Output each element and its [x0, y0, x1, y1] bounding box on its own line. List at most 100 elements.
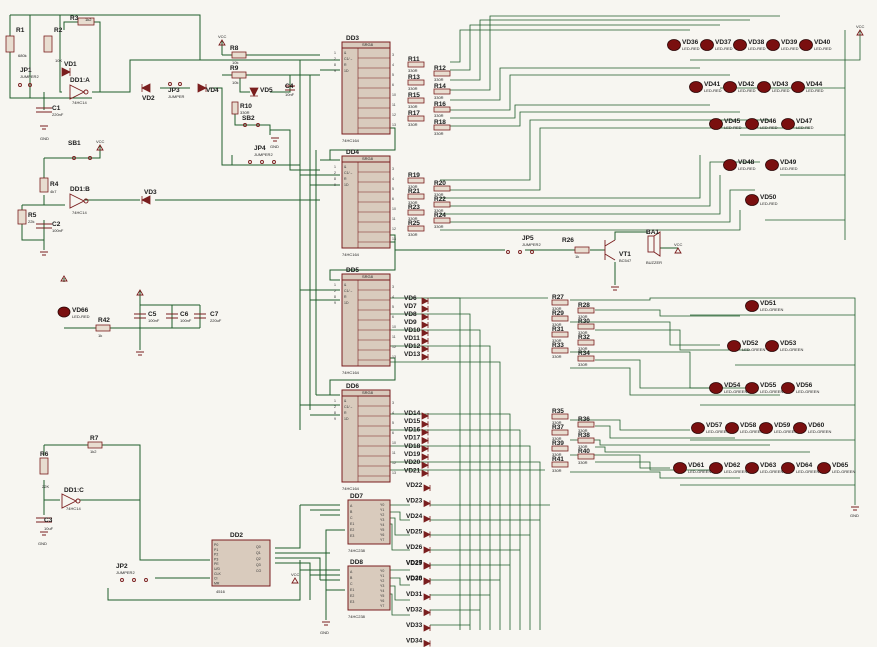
diode-vd5: [249, 87, 259, 97]
resistor-r30: R30 330R: [577, 318, 595, 335]
ic-input-dd5: C1/→: [344, 289, 353, 293]
r2-value: 10K: [55, 58, 62, 63]
resistor-label: R37: [552, 424, 564, 431]
jumper-area: VD2 JP3 JUMPER VD4 R8 10k R9 10k VD5 C4 …: [141, 45, 295, 164]
resistor-r2: [43, 35, 53, 53]
ic-pin-dd3: 12: [392, 113, 396, 117]
vcc-label: VCC: [291, 572, 300, 577]
jp1-contact: [18, 83, 22, 87]
ic-pin-dd8: B: [350, 576, 353, 580]
ic-pin-dd3: 13: [392, 123, 396, 127]
led-label: VD39: [781, 39, 798, 46]
led-value: LED-GREEN: [724, 469, 747, 474]
ic-pin-dd6: 3: [392, 401, 394, 405]
diode-label: VD8: [404, 311, 417, 318]
sb1-label: SB1: [68, 140, 81, 147]
led-label: VD48: [738, 159, 755, 166]
oscillator-bottom: R6 22K R7 1k2 DD1:C 74HC14 C3 10uF JP2 J…: [36, 435, 148, 582]
diode-label: VD17: [404, 435, 421, 442]
gnd-label: GND: [38, 541, 47, 546]
resistor-label: R18: [434, 119, 446, 126]
ic-pin-dd3: 10: [392, 93, 396, 97]
resistor-value: 330R: [408, 216, 418, 221]
diode-label: VD21: [404, 467, 421, 474]
r3-value: 1k2: [85, 17, 92, 22]
ic-input-dd5: R: [344, 295, 347, 299]
gnd-label: GND: [270, 144, 279, 149]
c6-value: 100nF: [180, 318, 192, 323]
ic-pin-dd2: Q2: [256, 557, 261, 561]
led-value: LED-RED: [738, 166, 756, 171]
diode-vd20: VD20: [404, 459, 429, 469]
ic-pin-dd5: 10: [392, 325, 396, 329]
c6-label: C6: [180, 311, 189, 318]
led-label: VD46: [760, 118, 777, 125]
ic-name-dd3: DD3: [346, 35, 359, 42]
led-value: LED-RED: [715, 46, 733, 51]
diode-vd14: VD14: [404, 410, 429, 420]
jp3-label: JP3: [168, 87, 180, 94]
ic-name-dd2: DD2: [230, 532, 243, 539]
steering-diodes: VD6VD7VD8VD9VD10VD11VD12VD13VD14VD15VD16…: [404, 295, 431, 647]
diode-label: VD19: [404, 451, 421, 458]
ic-pin-dd8: Y7: [380, 604, 384, 608]
vt1-label: VT1: [619, 251, 631, 258]
jp1-value: JUMPER2: [20, 74, 39, 79]
ic-pin-dd7: Y7: [380, 538, 384, 542]
ic-pin-dd4: 9: [334, 183, 336, 187]
ic-pin-dd5: 8: [334, 295, 336, 299]
capacitor-c6: [166, 313, 178, 319]
ic-pin-dd3: 3: [392, 53, 394, 57]
ic-pin-dd2: U/D: [214, 567, 221, 571]
ic-pin-dd7: Y2: [380, 513, 384, 517]
led-label: VD56: [796, 382, 813, 389]
led-value: LED-RED: [760, 201, 778, 206]
ic-pin-dd3: 6: [392, 83, 394, 87]
wires: [9, 14, 861, 630]
resistor-value: 330R: [578, 330, 588, 335]
r6-label: R6: [40, 451, 49, 458]
resistor-value: 330R: [408, 200, 418, 205]
ic-pin-dd3: 1: [334, 51, 336, 55]
capacitor-c4: [285, 85, 295, 91]
resistor-label: R30: [578, 318, 590, 325]
ic-input-dd4: C1/→: [344, 171, 353, 175]
led-vd66: [57, 306, 71, 318]
resistor-value: 330R: [434, 224, 444, 229]
diode-label: VD6: [404, 295, 417, 302]
diode-vd7: VD7: [404, 303, 429, 313]
ic-pin-dd4: 13: [392, 237, 396, 241]
ic-pin-dd5: 5: [392, 305, 394, 309]
c2-label: C2: [52, 221, 61, 228]
resistor-r9: [231, 71, 247, 79]
led-label: VD37: [715, 39, 732, 46]
ic-pin-dd4: 12: [392, 227, 396, 231]
diode-vd24: VD24: [406, 513, 431, 523]
vcc-label: VCC: [856, 24, 865, 29]
led-label: VD64: [796, 462, 813, 469]
resistor-value: 330R: [552, 322, 562, 327]
led-value: LED-GREEN: [774, 429, 797, 434]
resistor-value: 330R: [578, 346, 588, 351]
diode-label: VD25: [406, 529, 423, 536]
ic-pin-dd6: 8: [334, 411, 336, 415]
ic-input-dd6: R: [344, 411, 347, 415]
r9-label: R9: [230, 65, 239, 72]
resistor-value: 330R: [552, 306, 562, 311]
led-value: LED-RED: [780, 166, 798, 171]
ic-pin-dd6: 2: [334, 405, 336, 409]
ic-pin-dd3: 5: [392, 73, 394, 77]
ic-pin-dd4: 5: [392, 187, 394, 191]
ic-input-dd4: &: [344, 165, 347, 169]
